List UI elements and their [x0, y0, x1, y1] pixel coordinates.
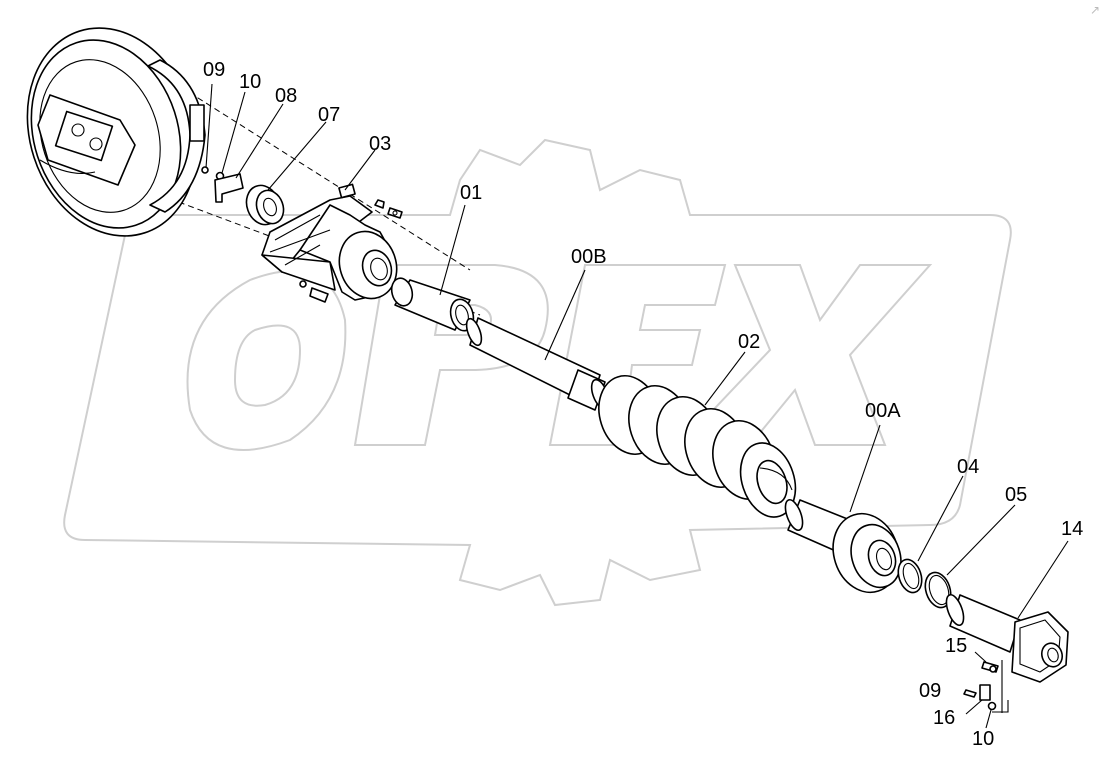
- rod-00a: [784, 424, 902, 594]
- callout-07: 07: [318, 104, 340, 126]
- callout-10-lower: 10: [972, 728, 994, 750]
- callout-02: 02: [738, 331, 760, 353]
- ring-05: [924, 504, 1016, 609]
- bolt-09: [201, 83, 213, 174]
- callout-14: 14: [1061, 518, 1083, 540]
- callout-16: 16: [933, 707, 955, 729]
- bolt-03-upper: [374, 199, 403, 219]
- callout-10: 10: [239, 71, 261, 93]
- cylinder-14: [945, 540, 1069, 713]
- callout-08: 08: [275, 85, 297, 107]
- washer-10: [215, 91, 246, 181]
- spring-02: [598, 351, 797, 518]
- yoke-03: [261, 149, 403, 303]
- rod-00b: [465, 269, 610, 411]
- callout-09: 09: [203, 59, 225, 81]
- callout-01: 01: [460, 182, 482, 204]
- bolt-09-lower: [963, 689, 977, 698]
- washer-10-lower: [985, 701, 997, 729]
- callout-09-lower: 09: [919, 680, 941, 702]
- seal-04: [897, 475, 964, 594]
- lock-plate-08: [214, 103, 284, 203]
- lock-plate-16: [965, 684, 991, 715]
- bolt-03-lower: [299, 280, 329, 303]
- callout-00a: 00A: [865, 400, 901, 422]
- bolt-15: [974, 651, 999, 673]
- idler-wheel: [26, 27, 481, 316]
- callout-03: 03: [369, 133, 391, 155]
- callout-05: 05: [1005, 484, 1027, 506]
- callout-15: 15: [945, 635, 967, 657]
- callout-04: 04: [957, 456, 979, 478]
- bushing-07: [245, 121, 327, 226]
- corner-mark: ↗: [1090, 3, 1100, 17]
- callout-00b: 00B: [571, 246, 607, 268]
- tube-01: [390, 204, 475, 332]
